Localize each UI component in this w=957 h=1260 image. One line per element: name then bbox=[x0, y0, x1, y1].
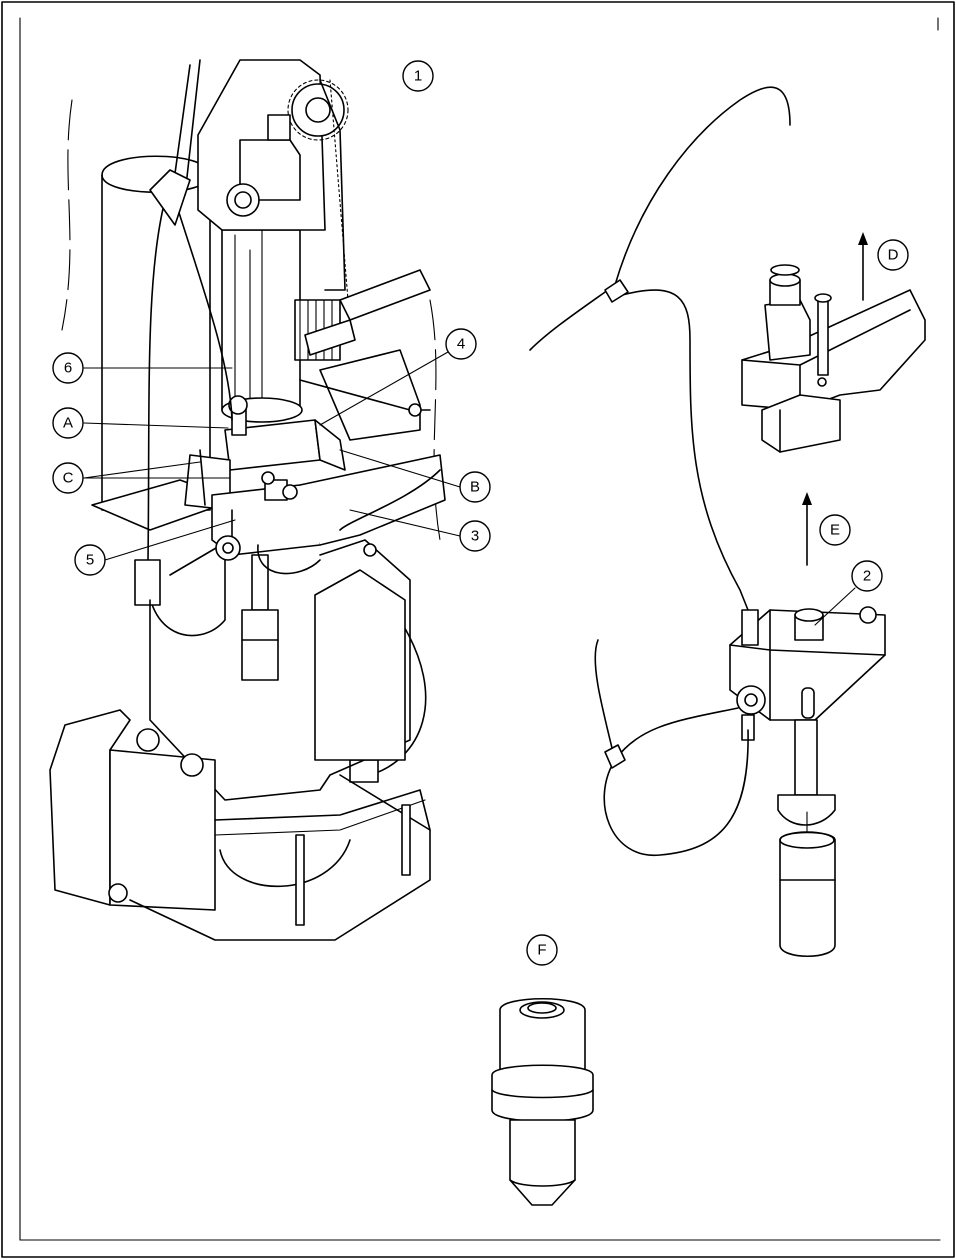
callout-c-text: C bbox=[63, 470, 74, 487]
valve-nozzle bbox=[780, 833, 835, 957]
tube-clip bbox=[135, 560, 160, 605]
vertical-column bbox=[222, 230, 300, 410]
right-bracket bbox=[320, 350, 420, 440]
callout-6: 6 bbox=[53, 353, 83, 383]
clamp-detail bbox=[742, 265, 925, 452]
nozzle-detail bbox=[492, 999, 593, 1205]
nozzle-collar bbox=[492, 1065, 593, 1121]
callout-4-text: 4 bbox=[457, 336, 465, 353]
side-fitting bbox=[216, 536, 240, 560]
support-leg-2 bbox=[402, 805, 410, 875]
callout-1: 1 bbox=[403, 61, 433, 91]
long-tube-top bbox=[615, 87, 790, 285]
callout-a: A bbox=[53, 408, 83, 438]
main-assembly bbox=[50, 60, 445, 940]
callout-6-text: 6 bbox=[64, 360, 72, 377]
top-fitting bbox=[227, 184, 259, 216]
callout-5-text: 5 bbox=[86, 552, 94, 569]
callout-d: D bbox=[878, 240, 908, 270]
callout-d-text: D bbox=[888, 247, 899, 264]
lower-nozzle bbox=[242, 610, 278, 680]
callout-b: B bbox=[460, 472, 490, 502]
callout-e: E bbox=[820, 515, 850, 545]
callout-e-text: E bbox=[830, 522, 840, 539]
knob-1 bbox=[137, 729, 159, 751]
arrow-d bbox=[858, 232, 868, 300]
callout-3-text: 3 bbox=[471, 528, 479, 545]
housing-door bbox=[315, 570, 405, 760]
arrow-e bbox=[802, 492, 812, 565]
nozzle-tip bbox=[510, 1120, 575, 1205]
callout-c: C bbox=[53, 463, 83, 493]
valve-stem bbox=[795, 720, 817, 795]
clamp-screw bbox=[818, 300, 828, 375]
break-line-left bbox=[62, 100, 72, 330]
callout-b-text: B bbox=[470, 479, 480, 496]
callout-f-text: F bbox=[537, 942, 546, 959]
bottom-bowl bbox=[220, 840, 350, 886]
knob-2 bbox=[181, 754, 203, 776]
callout-a-text: A bbox=[63, 415, 73, 432]
callout-3: 3 bbox=[460, 521, 490, 551]
callout-f: F bbox=[527, 935, 557, 965]
support-leg-1 bbox=[296, 835, 304, 925]
loop-tube bbox=[604, 708, 748, 855]
valve-side-fitting bbox=[737, 686, 765, 714]
callout-2-text: 2 bbox=[863, 568, 871, 585]
long-tube-mid bbox=[622, 290, 750, 615]
top-gear bbox=[292, 84, 344, 136]
callout-2: 2 bbox=[852, 561, 882, 591]
upper-tray bbox=[340, 270, 430, 320]
lower-stem bbox=[252, 555, 268, 610]
side-plate bbox=[300, 455, 445, 545]
clamp-post bbox=[765, 300, 810, 360]
callout-5: 5 bbox=[75, 545, 105, 575]
callout-1-text: 1 bbox=[414, 68, 422, 85]
callout-4: 4 bbox=[446, 329, 476, 359]
